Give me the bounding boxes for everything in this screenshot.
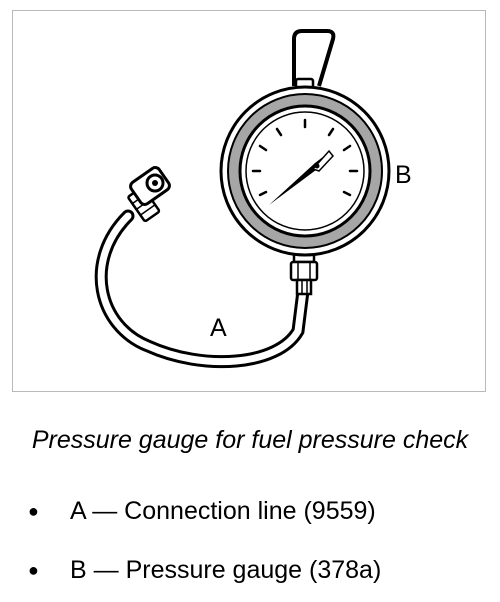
gauge-scale bbox=[251, 118, 359, 197]
hook-icon bbox=[292, 29, 336, 87]
figure-frame: A B bbox=[12, 10, 486, 392]
gauge-fitting bbox=[289, 250, 319, 296]
legend-item: ● B — Pressure gauge (378a) bbox=[28, 555, 381, 585]
callout-b-label: B bbox=[395, 161, 412, 189]
pressure-gauge bbox=[219, 85, 391, 257]
pressure-gauge-illustration bbox=[94, 29, 391, 369]
callout-a-label: A bbox=[210, 314, 227, 342]
gauge-needle bbox=[269, 153, 328, 205]
bullet-icon: ● bbox=[28, 560, 39, 580]
legend-item: ● A — Connection line (9559) bbox=[28, 496, 376, 526]
figure-caption: Pressure gauge for fuel pressure check bbox=[31, 426, 469, 454]
connector-nut bbox=[129, 166, 171, 206]
legend-item-text: A — Connection line (9559) bbox=[70, 497, 376, 525]
legend-item-text: B — Pressure gauge (378a) bbox=[70, 556, 382, 584]
bullet-icon: ● bbox=[28, 501, 39, 521]
